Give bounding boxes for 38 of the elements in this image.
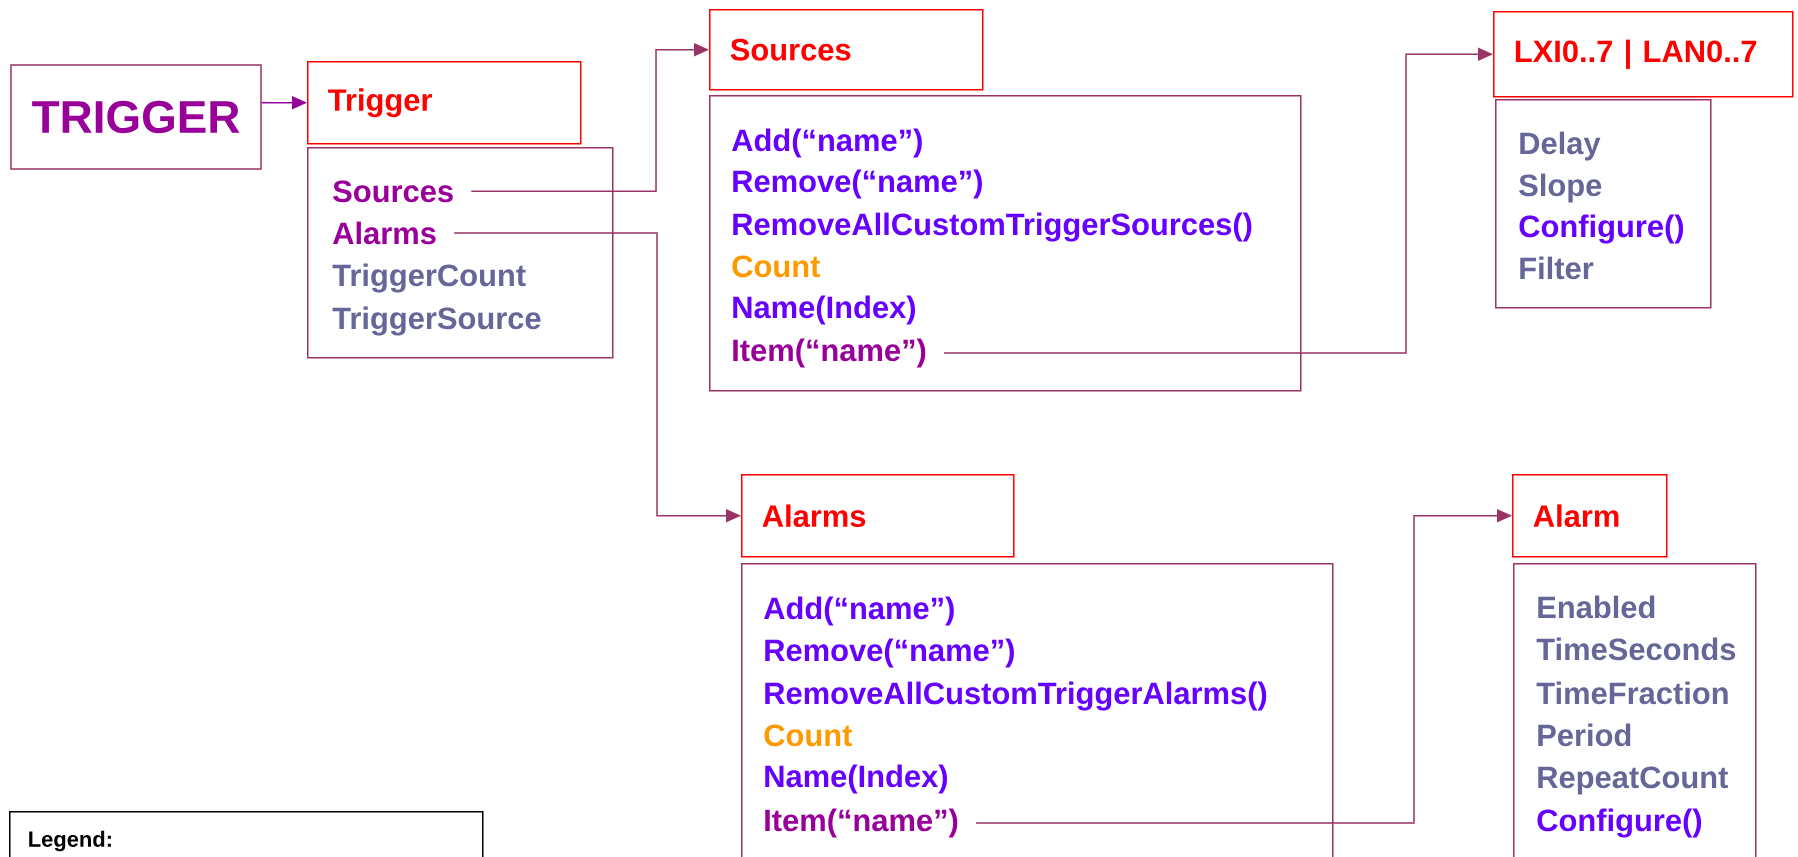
member-label: Item(“name”) [765, 808, 958, 838]
member-label: Remove(“name”) [733, 169, 982, 199]
member-label: TriggerSource [332, 306, 541, 336]
member-label: Name(Index) [733, 295, 915, 325]
member-label: RepeatCount [1538, 766, 1728, 795]
member-list-box [709, 95, 1302, 392]
member-label: Sources [333, 180, 453, 203]
member-label: Configure() [1537, 808, 1702, 838]
member-label: Delay [1520, 131, 1601, 161]
member-label: Add(“name”) [763, 596, 954, 626]
member-list-box [307, 147, 614, 359]
member-label: Add(“name”) [731, 128, 922, 158]
member-label: Remove(“name”) [765, 638, 1014, 668]
member-label: Period [1538, 723, 1631, 747]
member-label: Enabled [1538, 595, 1655, 619]
member-label: Name(Index) [765, 764, 947, 794]
member-label: Count [764, 724, 852, 747]
member-list-box [741, 563, 1334, 857]
member-label: TimeSeconds [1536, 637, 1736, 661]
class-header-box: Sources [709, 9, 984, 91]
member-label: Count [732, 255, 820, 278]
class-header-box: Alarms [741, 474, 1015, 558]
member-label: Slope [1519, 173, 1602, 203]
member-label: RemoveAllCustomTriggerSources() [733, 212, 1252, 242]
member-label: Item(“name”) [733, 338, 926, 368]
member-label: Alarms [332, 221, 436, 245]
class-header-box: LXI0..7 | LAN0..7 [1493, 11, 1794, 98]
member-list-box [1513, 563, 1757, 857]
legend-box: Legend: [9, 811, 484, 857]
title-box: TRIGGER [10, 64, 262, 170]
member-label: Filter [1520, 256, 1594, 280]
member-label: TimeFraction [1536, 681, 1728, 705]
member-list-box [1495, 99, 1712, 309]
member-label: Configure() [1519, 214, 1684, 244]
member-label: RemoveAllCustomTriggerAlarms() [765, 681, 1267, 711]
class-header-box: Alarm [1512, 474, 1668, 558]
class-header-box: Trigger [307, 61, 582, 145]
member-label: TriggerCount [332, 263, 526, 293]
